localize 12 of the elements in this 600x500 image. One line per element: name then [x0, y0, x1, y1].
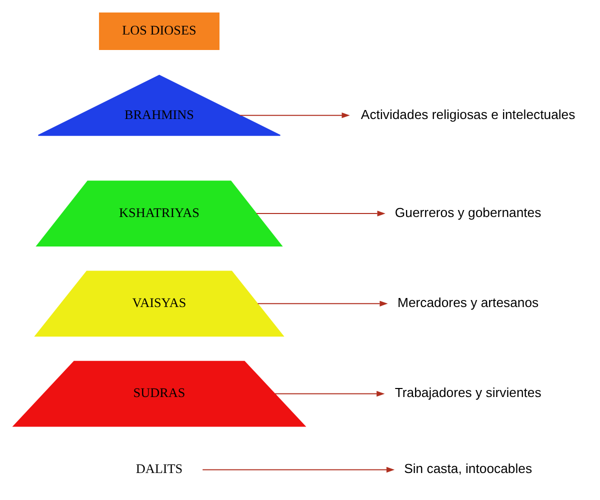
arrow: [257, 300, 388, 306]
node-text: DALITS: [135, 460, 182, 476]
node-text: Sin casta, intoocables: [404, 460, 532, 476]
arrow: [274, 390, 384, 396]
node-text: Mercadores y artesanos: [397, 294, 538, 310]
node-box: LOS DIOSES: [98, 12, 219, 50]
arrow: [202, 466, 394, 472]
node-text: Trabajadores y sirvientes: [394, 384, 541, 400]
node-text: Guerreros y gobernantes: [394, 204, 541, 220]
arrow: [256, 210, 385, 216]
arrow: [240, 112, 350, 118]
node-text: Actividades religiosas e intelectuales: [360, 106, 575, 122]
